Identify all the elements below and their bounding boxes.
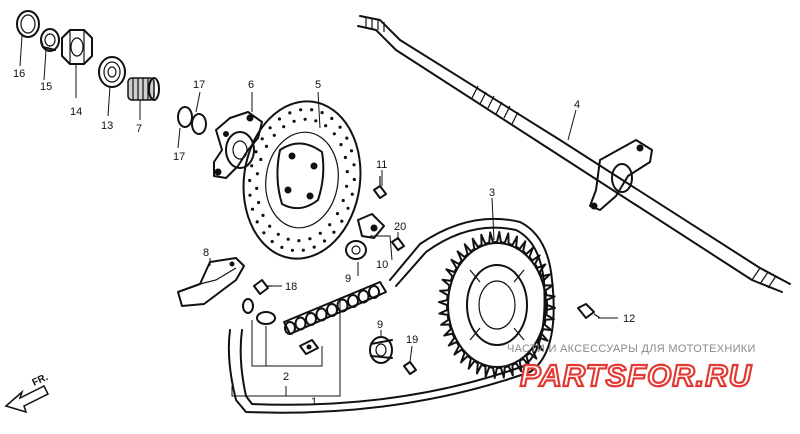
part-4-rear-axle [357,15,791,293]
callout-12: 12 [623,313,635,325]
callout-10: 10 [376,259,388,271]
part-12-bolt [577,303,601,319]
callout-18: 18 [285,281,297,293]
front-direction-label: FR. [31,372,50,389]
callout-7: 7 [136,123,142,135]
callout-5: 5 [315,79,321,91]
part-1-drive-chain [227,217,555,414]
watermark-tagline: ЧАСТИ И АКСЕССУАРЫ ДЛЯ МОТОТЕХНИКИ [507,343,756,355]
callout-16: 16 [13,68,25,80]
callout-3: 3 [489,187,495,199]
part-17-o-rings [177,106,207,135]
callout-1: 1 [311,396,317,408]
part-15-seal [40,28,60,52]
front-direction-arrow-icon: FR. [4,372,50,414]
part-14-bearing-holder [61,29,93,65]
part-19-bolt [403,361,417,375]
part-18-bolt [253,279,272,295]
part-11-bolt [373,176,387,199]
part-7-bushing [127,77,160,101]
part-16-circlip [16,10,40,38]
part-13-bearing [98,56,126,88]
callout-11: 11 [376,159,387,171]
part-9-roller-lower [369,336,393,364]
watermark: ЧАСТИ И АКСЕССУАРЫ ДЛЯ МОТОТЕХНИКИ PARTS… [507,343,756,394]
callout-9-lower: 9 [377,319,383,331]
callout-15: 15 [40,81,52,93]
callout-4: 4 [574,99,580,111]
callout-labels: 16 15 14 13 7 17 17 6 5 4 3 11 20 9 10 8… [13,68,635,408]
part-2-master-link [242,298,319,355]
part-8-chain-slider [177,257,245,307]
callout-8: 8 [203,247,209,259]
callout-2: 2 [283,371,289,383]
callout-9-upper: 9 [345,273,351,285]
callout-17-lower: 17 [173,151,185,163]
leader-lines [19,35,618,397]
part-9-roller-upper [345,213,385,260]
callout-17-upper: 17 [193,79,205,91]
callout-13: 13 [101,120,113,132]
watermark-logo: PARTSFOR.RU [520,358,753,393]
part-5-brake-disc [242,100,362,260]
callout-14: 14 [70,106,82,118]
part-3-rear-sprocket [438,231,556,379]
callout-20: 20 [394,221,406,233]
callout-19: 19 [406,334,418,346]
part-20-bolt [391,237,405,251]
part-6-hub-flange [213,111,263,179]
callout-6: 6 [248,79,254,91]
